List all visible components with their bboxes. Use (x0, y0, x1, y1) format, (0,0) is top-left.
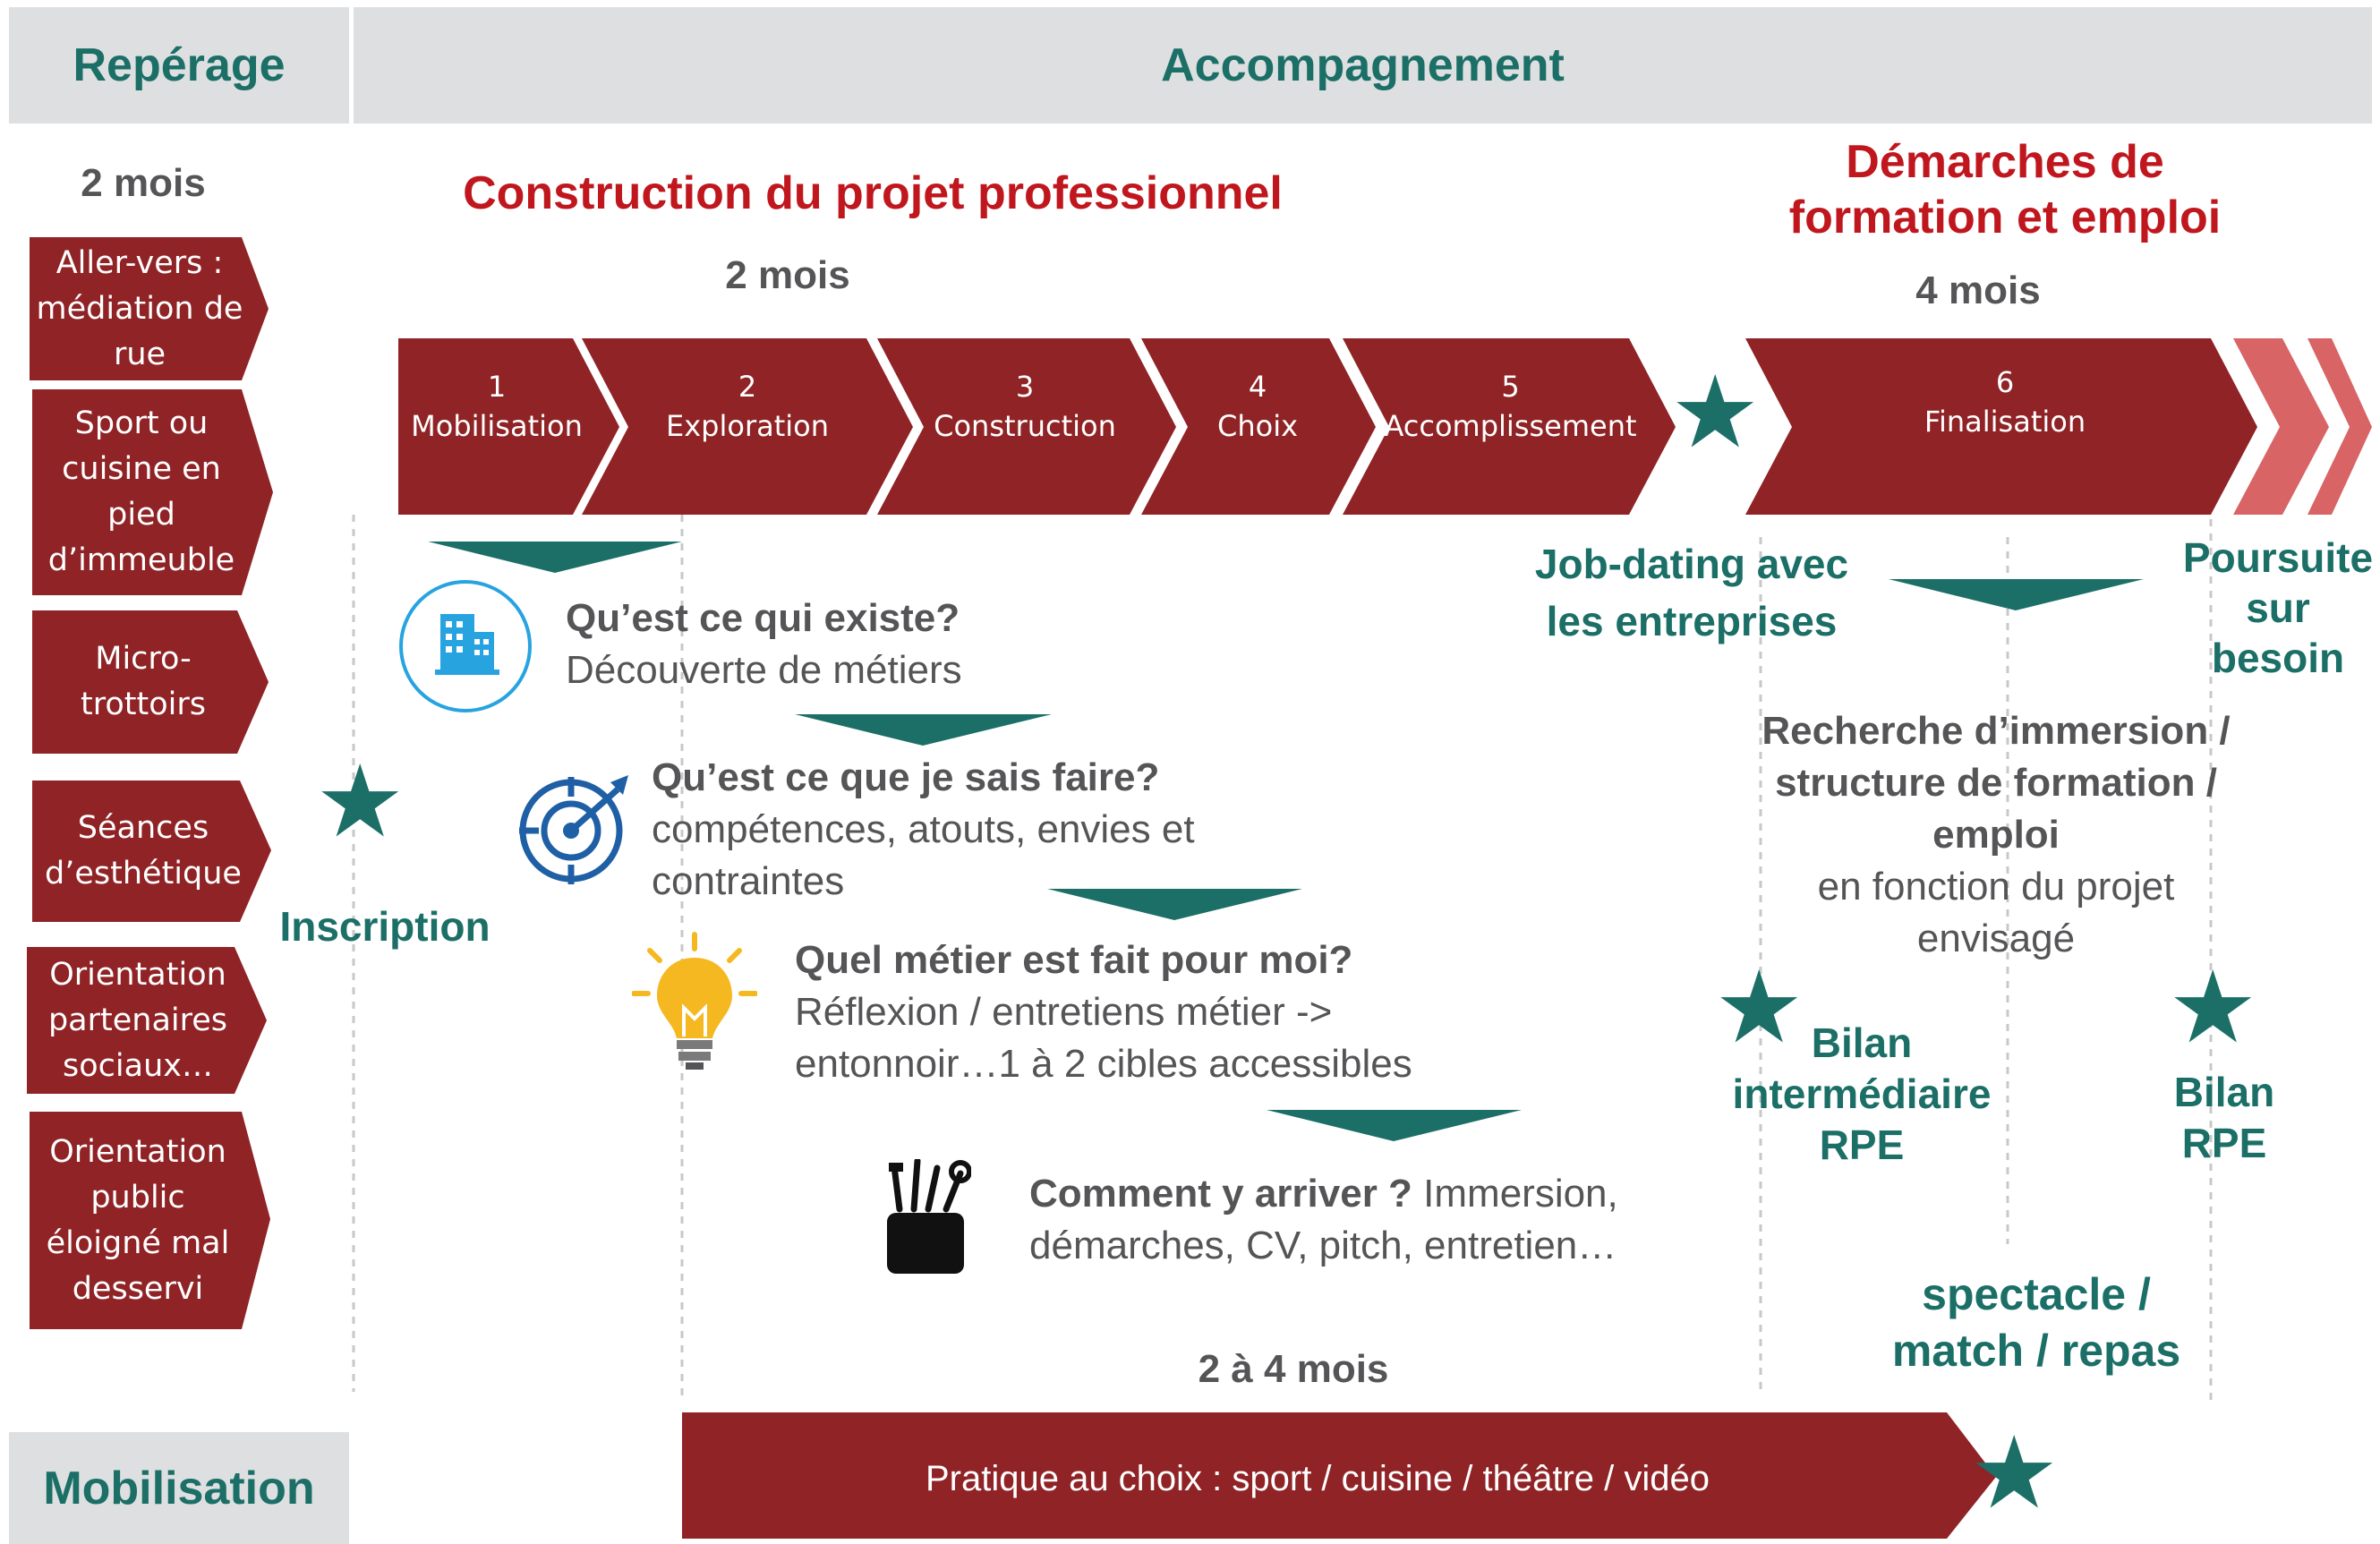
step-chevron-5 (1343, 338, 1676, 515)
reperage-chevron-3 (32, 610, 269, 754)
question-1-answer: Découverte de métiers (566, 648, 962, 692)
reperage-item-2: Sport ou cuisine en pied d’immeuble (47, 405, 235, 578)
down-arrow-4 (1267, 1110, 1522, 1141)
reperage-chevron-1 (30, 237, 269, 380)
bilan-rpe-label: Bilan RPE (2173, 1069, 2275, 1166)
reperage-chevron-5 (27, 947, 267, 1094)
question-2-title: Qu’est ce que je sais faire? (652, 755, 1160, 799)
toolbox-icon (887, 1159, 971, 1274)
down-arrow-1 (428, 542, 682, 573)
inscription-label: Inscription (279, 903, 491, 950)
reperage-chevron-4 (32, 781, 271, 922)
question-4-answer: Immersion, démarches, CV, pitch, entreti… (1029, 1172, 1618, 1267)
question-3: Quel métier est fait pour moi? Réflexion… (795, 934, 1511, 1090)
inscription-star-icon: ★ (315, 746, 405, 857)
pratique-arrow (682, 1412, 1996, 1539)
step-4-text: Choix (1216, 409, 1299, 443)
mobilisation-label: Mobilisation (43, 1462, 315, 1514)
reperage-item-3: Micro-trottoirs (81, 641, 206, 722)
header-accompagnement-label: Accompagnement (1161, 39, 1565, 91)
step-chevron-3 (877, 338, 1176, 515)
spectacle-star-icon: ★ (1969, 1417, 2060, 1529)
construction-duration: 2 mois (725, 253, 850, 297)
demarches-duration: 4 mois (1915, 269, 2041, 312)
pratique-label: Pratique au choix : sport / cuisine / th… (925, 1459, 1710, 1498)
down-arrow-5 (1889, 579, 2144, 610)
mobilisation-box: Mobilisation (9, 1432, 349, 1544)
reperage-item-4: Séances d’esthétique (45, 810, 242, 891)
recherche-title: Recherche d’immersion / structure de for… (1762, 709, 2231, 857)
step-3-text: Construction (934, 409, 1116, 443)
step-1-text: Mobilisation (411, 409, 583, 443)
bilan-intermediaire-label: Bilan intermédiaire RPE (1732, 1019, 1992, 1168)
recherche-detail: en fonction du projet envisagé (1817, 865, 2175, 960)
reperage-item-1: Aller-vers : médiation de rue (36, 244, 243, 372)
job-dating-star-icon: ★ (1670, 356, 1761, 468)
step-5-label: 5 Accomplissement (1378, 367, 1642, 446)
reperage-chevron-2 (32, 389, 273, 595)
continue-chevron-2 (2307, 338, 2372, 515)
reperage-chevron-6 (30, 1112, 270, 1329)
question-4-title: Comment y arriver ? (1029, 1172, 1412, 1216)
spectacle-label: spectacle / match / repas (1891, 1269, 2181, 1376)
question-3-answer: Réflexion / entretiens métier -> entonno… (795, 990, 1412, 1086)
question-1: Qu’est ce qui existe? Découverte de méti… (566, 593, 1067, 696)
step-5-text: Accomplissement (1384, 409, 1637, 443)
header-reperage: Repérage (9, 7, 349, 124)
poursuite-label: Poursuite sur besoin (2182, 534, 2374, 681)
down-arrow-2 (795, 714, 1052, 746)
building-icon (399, 580, 532, 712)
continue-chevron-1 (2233, 338, 2329, 515)
step-1-label: 1 Mobilisation (398, 367, 595, 446)
dashed-guides (352, 515, 2213, 1405)
demarches-title: Démarches de formation et emploi (1788, 136, 2222, 243)
step-2-label: 2 Exploration (627, 367, 868, 446)
question-4: Comment y arriver ? Immersion, démarches… (1029, 1168, 1710, 1272)
step-chevron-6 (1745, 338, 2257, 515)
step-chevron-4 (1141, 338, 1376, 515)
question-2-answer: compétences, atouts, envies et contraint… (652, 807, 1195, 903)
question-1-title: Qu’est ce qui existe? (566, 596, 960, 640)
step-4-number: 4 (1248, 370, 1267, 404)
header-reperage-label: Repérage (73, 39, 286, 91)
reperage-duration: 2 mois (81, 161, 206, 205)
reperage-item-6: Orientation public éloigné mal desservi (46, 1133, 230, 1307)
step-6-number: 6 (1995, 365, 2015, 399)
recherche-block: Recherche d’immersion / structure de for… (1714, 705, 2278, 965)
step-3-number: 3 (1015, 370, 1035, 404)
reperage-item-5: Orientation partenaires sociaux… (47, 956, 228, 1084)
construction-title: Construction du projet professionnel (463, 167, 1283, 219)
step-1-number: 1 (487, 370, 507, 404)
step-6-label: 6 Finalisation (1799, 363, 2211, 441)
mobilisation-duration: 2 à 4 mois (1198, 1347, 1389, 1391)
step-2-number: 2 (738, 370, 757, 404)
lightbulb-icon (632, 932, 757, 1070)
header-accompagnement: Accompagnement (354, 7, 2372, 124)
question-3-title: Quel métier est fait pour moi? (795, 938, 1353, 982)
step-chevron-2 (582, 338, 913, 515)
down-arrow-3 (1047, 889, 1302, 920)
step-2-text: Exploration (666, 409, 829, 443)
step-6-text: Finalisation (1924, 405, 2086, 439)
step-4-label: 4 Choix (1177, 367, 1338, 446)
step-chevron-1 (398, 338, 619, 515)
step-3-label: 3 Construction (917, 367, 1132, 446)
step-5-number: 5 (1501, 370, 1520, 404)
bilan-intermediaire-star-icon: ★ (1714, 951, 1804, 1063)
bilan-rpe-star-icon: ★ (2168, 951, 2258, 1063)
question-2: Qu’est ce que je sais faire? compétences… (652, 752, 1296, 908)
job-dating-label: Job-dating avec les entreprises (1534, 541, 1849, 644)
target-icon (519, 775, 628, 884)
